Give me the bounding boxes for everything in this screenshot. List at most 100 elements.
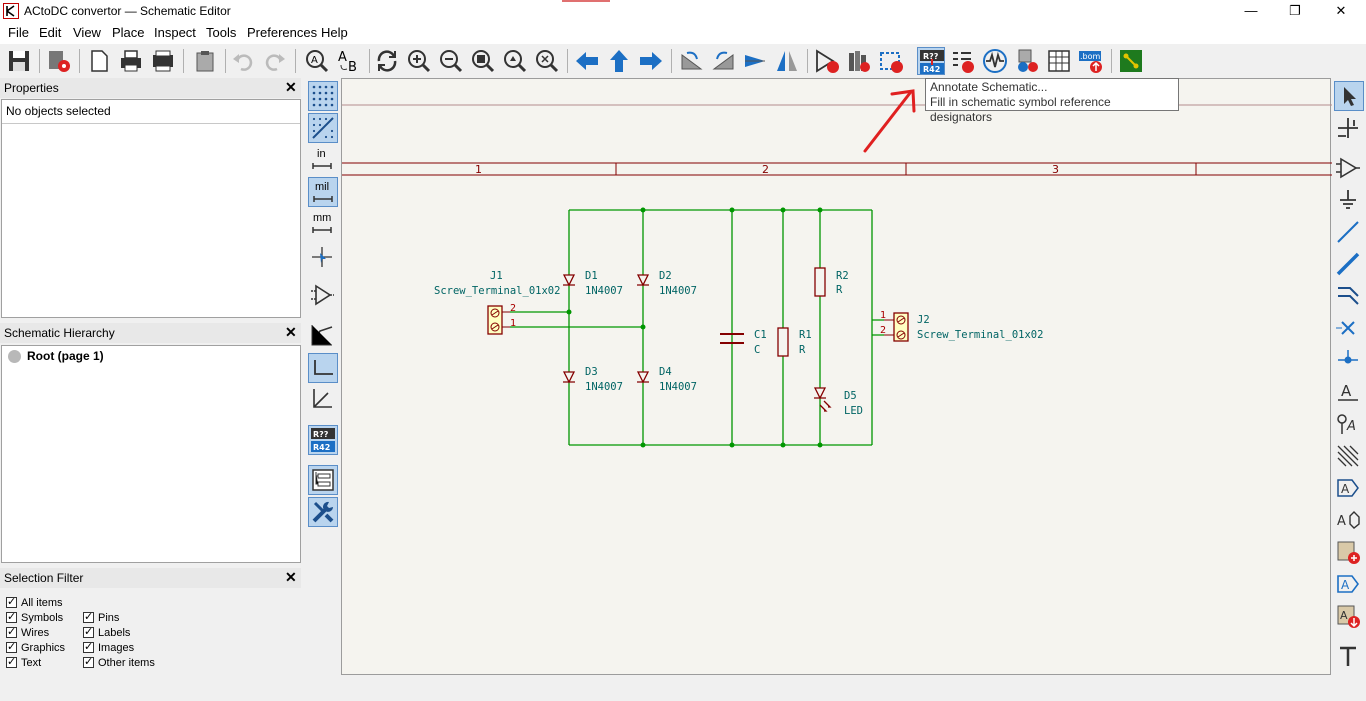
close-window-button[interactable]: ✕ <box>1335 3 1347 18</box>
units-inches-icon[interactable]: in <box>308 145 338 175</box>
symbol-editor-icon[interactable] <box>813 47 841 75</box>
wire-angle-45-icon[interactable] <box>308 385 338 415</box>
import-graphics-icon[interactable]: A <box>1334 602 1364 632</box>
schematic-setup-icon[interactable] <box>45 47 73 75</box>
add-no-connect-icon[interactable] <box>1334 314 1364 344</box>
rotate-ccw-icon[interactable] <box>677 47 705 75</box>
checkbox-all-items[interactable] <box>6 595 17 608</box>
add-symbol-icon[interactable] <box>1334 154 1364 184</box>
refresh-icon[interactable] <box>373 47 401 75</box>
symbol-library-browser-icon[interactable] <box>845 47 873 75</box>
minimize-button[interactable]: — <box>1244 3 1258 18</box>
menu-edit[interactable]: Edit <box>39 25 62 40</box>
hidden-pins-icon[interactable] <box>308 281 338 311</box>
open-pcb-editor-icon[interactable] <box>1117 47 1145 75</box>
undo-icon[interactable] <box>229 47 257 75</box>
add-bus-entry-icon[interactable] <box>1334 282 1364 312</box>
c1-value: C <box>754 344 760 356</box>
checkbox-other-items[interactable] <box>83 655 94 668</box>
wire-angle-free-icon[interactable] <box>308 321 338 351</box>
annotate-schematic-icon[interactable]: R??R42 <box>917 47 945 75</box>
cursor-shape-icon[interactable] <box>308 243 338 273</box>
maximize-button[interactable]: ❐ <box>1289 3 1301 18</box>
menu-file[interactable]: File <box>8 25 29 40</box>
checkbox-symbols[interactable] <box>6 610 17 623</box>
sheet-col-2: 2 <box>762 163 769 176</box>
schematic-canvas[interactable]: 1 2 3 <box>341 78 1332 675</box>
print-icon[interactable] <box>117 47 145 75</box>
checkbox-pins[interactable] <box>83 610 94 623</box>
units-mils-icon[interactable]: mil <box>308 177 338 207</box>
highlight-net-icon[interactable] <box>1334 114 1364 144</box>
close-properties-icon[interactable]: ✕ <box>285 79 297 95</box>
find-icon[interactable]: A <box>303 47 331 75</box>
menu-tools[interactable]: Tools <box>206 25 237 40</box>
checkbox-labels[interactable] <box>83 625 94 638</box>
assign-footprints-icon[interactable] <box>877 47 905 75</box>
hierarchy-panel-header: Schematic Hierarchy ✕ <box>0 323 301 343</box>
navigate-back-icon[interactable] <box>573 47 601 75</box>
grid-overrides-icon[interactable] <box>308 113 338 143</box>
add-label-icon[interactable]: A <box>1334 378 1364 408</box>
checkbox-text[interactable] <box>6 655 17 668</box>
zoom-out-icon[interactable] <box>437 47 465 75</box>
paste-icon[interactable] <box>191 47 219 75</box>
grid-dots-icon[interactable] <box>308 81 338 111</box>
erc-icon[interactable] <box>949 47 977 75</box>
add-junction-icon[interactable] <box>1334 346 1364 376</box>
add-bus-icon[interactable] <box>1334 250 1364 280</box>
redo-icon[interactable] <box>261 47 289 75</box>
generate-bom-icon[interactable]: .bom <box>1077 47 1105 75</box>
svg-text:B: B <box>348 60 357 75</box>
menu-help[interactable]: Help <box>321 25 348 40</box>
zoom-objects-icon[interactable] <box>501 47 529 75</box>
hierarchy-navigator-icon[interactable] <box>308 465 338 495</box>
checkbox-images[interactable] <box>83 640 94 653</box>
d5-value: LED <box>844 405 863 417</box>
selection-filter-header: Selection Filter ✕ <box>0 568 301 588</box>
add-sheet-pin-icon[interactable]: A <box>1334 506 1364 536</box>
add-wire-icon[interactable] <box>1334 218 1364 248</box>
add-hierarchical-sheet-icon[interactable] <box>1334 538 1364 568</box>
simulator-icon[interactable] <box>981 47 1009 75</box>
tooltip-title: Annotate Schematic... <box>930 80 1048 94</box>
add-net-class-directive-icon[interactable]: A <box>1334 410 1364 440</box>
d4-ref: D4 <box>659 366 672 378</box>
menu-place[interactable]: Place <box>112 25 145 40</box>
mirror-vertical-icon[interactable] <box>741 47 769 75</box>
close-hierarchy-icon[interactable]: ✕ <box>285 324 297 340</box>
menu-inspect[interactable]: Inspect <box>154 25 196 40</box>
zoom-fit-icon[interactable] <box>469 47 497 75</box>
symbol-fields-table-icon[interactable] <box>1045 47 1073 75</box>
properties-manager-icon[interactable] <box>308 497 338 527</box>
checkbox-wires[interactable] <box>6 625 17 638</box>
hierarchy-root-item[interactable]: Root (page 1) <box>27 349 104 363</box>
select-tool-icon[interactable] <box>1334 81 1364 111</box>
page-settings-icon[interactable] <box>85 47 113 75</box>
close-selection-filter-icon[interactable]: ✕ <box>285 569 297 585</box>
add-power-icon[interactable] <box>1334 186 1364 216</box>
zoom-tool-icon[interactable] <box>533 47 561 75</box>
navigate-up-icon[interactable] <box>605 47 633 75</box>
add-global-label-icon[interactable] <box>1334 442 1364 472</box>
navigate-forward-icon[interactable] <box>637 47 665 75</box>
save-icon[interactable] <box>5 47 33 75</box>
mirror-horizontal-icon[interactable] <box>773 47 801 75</box>
add-text-icon[interactable] <box>1334 642 1364 672</box>
plot-icon[interactable] <box>149 47 177 75</box>
r2-value: R <box>836 284 843 296</box>
wire-angle-90-icon[interactable] <box>308 353 338 383</box>
checkbox-graphics[interactable] <box>6 640 17 653</box>
rotate-cw-icon[interactable] <box>709 47 737 75</box>
hierarchy-title: Schematic Hierarchy <box>4 326 115 340</box>
netlist-export-icon[interactable] <box>1013 47 1041 75</box>
menu-preferences[interactable]: Preferences <box>247 25 318 40</box>
capacitor-symbol <box>720 333 744 344</box>
zoom-in-icon[interactable] <box>405 47 433 75</box>
menu-view[interactable]: View <box>73 25 101 40</box>
units-mm-icon[interactable]: mm <box>308 209 338 239</box>
annotation-indicator-icon[interactable]: R??R42 <box>308 425 338 455</box>
import-sheet-pin-icon[interactable]: A <box>1334 570 1364 600</box>
add-hierarchical-label-icon[interactable]: A <box>1334 474 1364 504</box>
